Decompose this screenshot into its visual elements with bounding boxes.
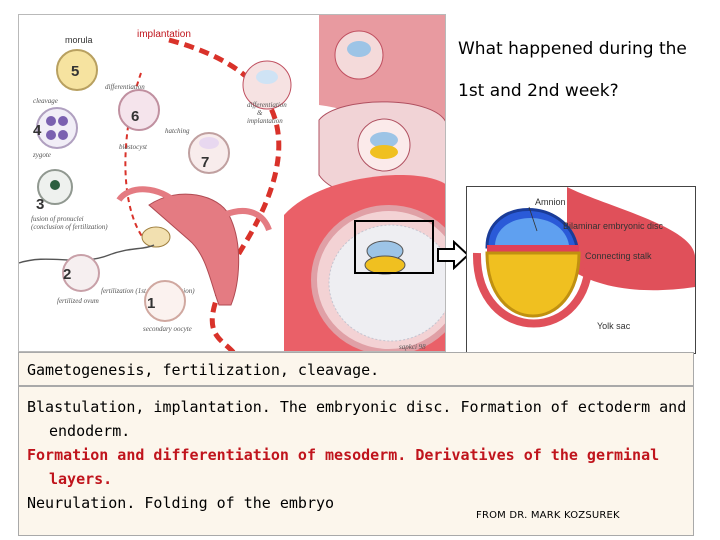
zoom-arrow-icon [437,240,470,270]
implantation-title: implantation [137,29,191,40]
ovary [141,226,171,248]
embryo-in-cavity [364,240,406,275]
gametogenesis-line: Gametogenesis, fertilization, cleavage. [27,361,380,379]
blastulation-line-cont: endoderm. [49,422,131,440]
mesoderm-line: Formation and differentiation of mesoder… [27,446,660,464]
diff-implant-label: differentiation [247,101,287,109]
neurulation-line: Neurulation. Folding of the embryo [27,494,335,512]
secondary-oocyte-label: secondary oocyte [143,325,192,333]
cleavage-label: cleavage [33,97,58,105]
differentiation-label: differentiation [105,83,145,91]
stage-3-zygote: 3 [36,169,73,213]
question-line-1: What happened during the [458,39,687,59]
stage-2-fertilized: 2 [62,254,100,292]
connecting-stalk-label: Connecting stalk [585,251,652,261]
bilaminar-disc-shape [487,245,579,253]
svg-text:6: 6 [131,108,139,125]
fusion-label: fusion of pronuclei [31,215,84,223]
svg-text:4: 4 [33,122,42,139]
stage-6-blastocyst: 6 [118,89,160,131]
stage-implanting-3 [318,101,445,201]
bilaminar-disc-label: Bilaminar embryonic disc [563,221,664,231]
svg-text:(conclusion of fertilization): (conclusion of fertilization) [31,223,108,231]
uterus [148,193,240,306]
illustrator-signature: sapkci 98 [399,343,426,351]
sperm-trail [19,244,155,264]
zoom-box [354,220,434,274]
svg-text:implantation: implantation [247,117,283,125]
stage-implanting-2 [242,60,292,110]
stage-7-hatched: 7 [188,132,230,174]
svg-text:3: 3 [36,196,44,213]
implantation-illustration: implantation sapkci 98 [19,15,445,351]
yolk-sac-label: Yolk sac [597,321,631,331]
week-panel-top: Gametogenesis, fertilization, cleavage. [18,352,694,386]
stage-5-morula: 5 [56,49,98,91]
source-credit: FROM DR. MARK KOZSUREK [476,510,620,521]
svg-text:7: 7 [201,154,209,171]
stage-4-cleavage: 4 [33,107,78,149]
question-line-2: 1st and 2nd week? [458,81,619,101]
stage-implanting-1 [334,30,384,80]
bilaminar-disc-figure: Amnion Bilaminar embryonic disc Connecti… [466,186,696,354]
amnion-label: Amnion [535,197,566,207]
blastocyst-label: blastocyst [119,143,148,151]
mesoderm-line-cont: layers. [49,470,113,488]
fertilized-label: fertilized ovum [57,297,99,305]
yolk-sac-shape [485,251,581,318]
question-text: What happened during the 1st and 2nd wee… [458,28,720,112]
blastulation-line: Blastulation, implantation. The embryoni… [27,398,687,416]
svg-text:2: 2 [63,266,71,283]
morula-label: morula [65,35,93,45]
hatching-label: hatching [165,127,190,135]
connecting-stalk-shape [567,187,695,291]
svg-text:1: 1 [147,295,155,312]
week-panel-bottom: Blastulation, implantation. The embryoni… [18,386,694,536]
zygote-label: zygote [32,151,51,159]
stage-1-oocyte: 1 [144,280,186,322]
bilaminar-disc-illustration: Amnion Bilaminar embryonic disc Connecti… [472,187,695,331]
svg-text:&: & [257,109,263,117]
svg-text:5: 5 [71,63,79,80]
implantation-diagram: implantation sapkci 98 [18,14,446,352]
